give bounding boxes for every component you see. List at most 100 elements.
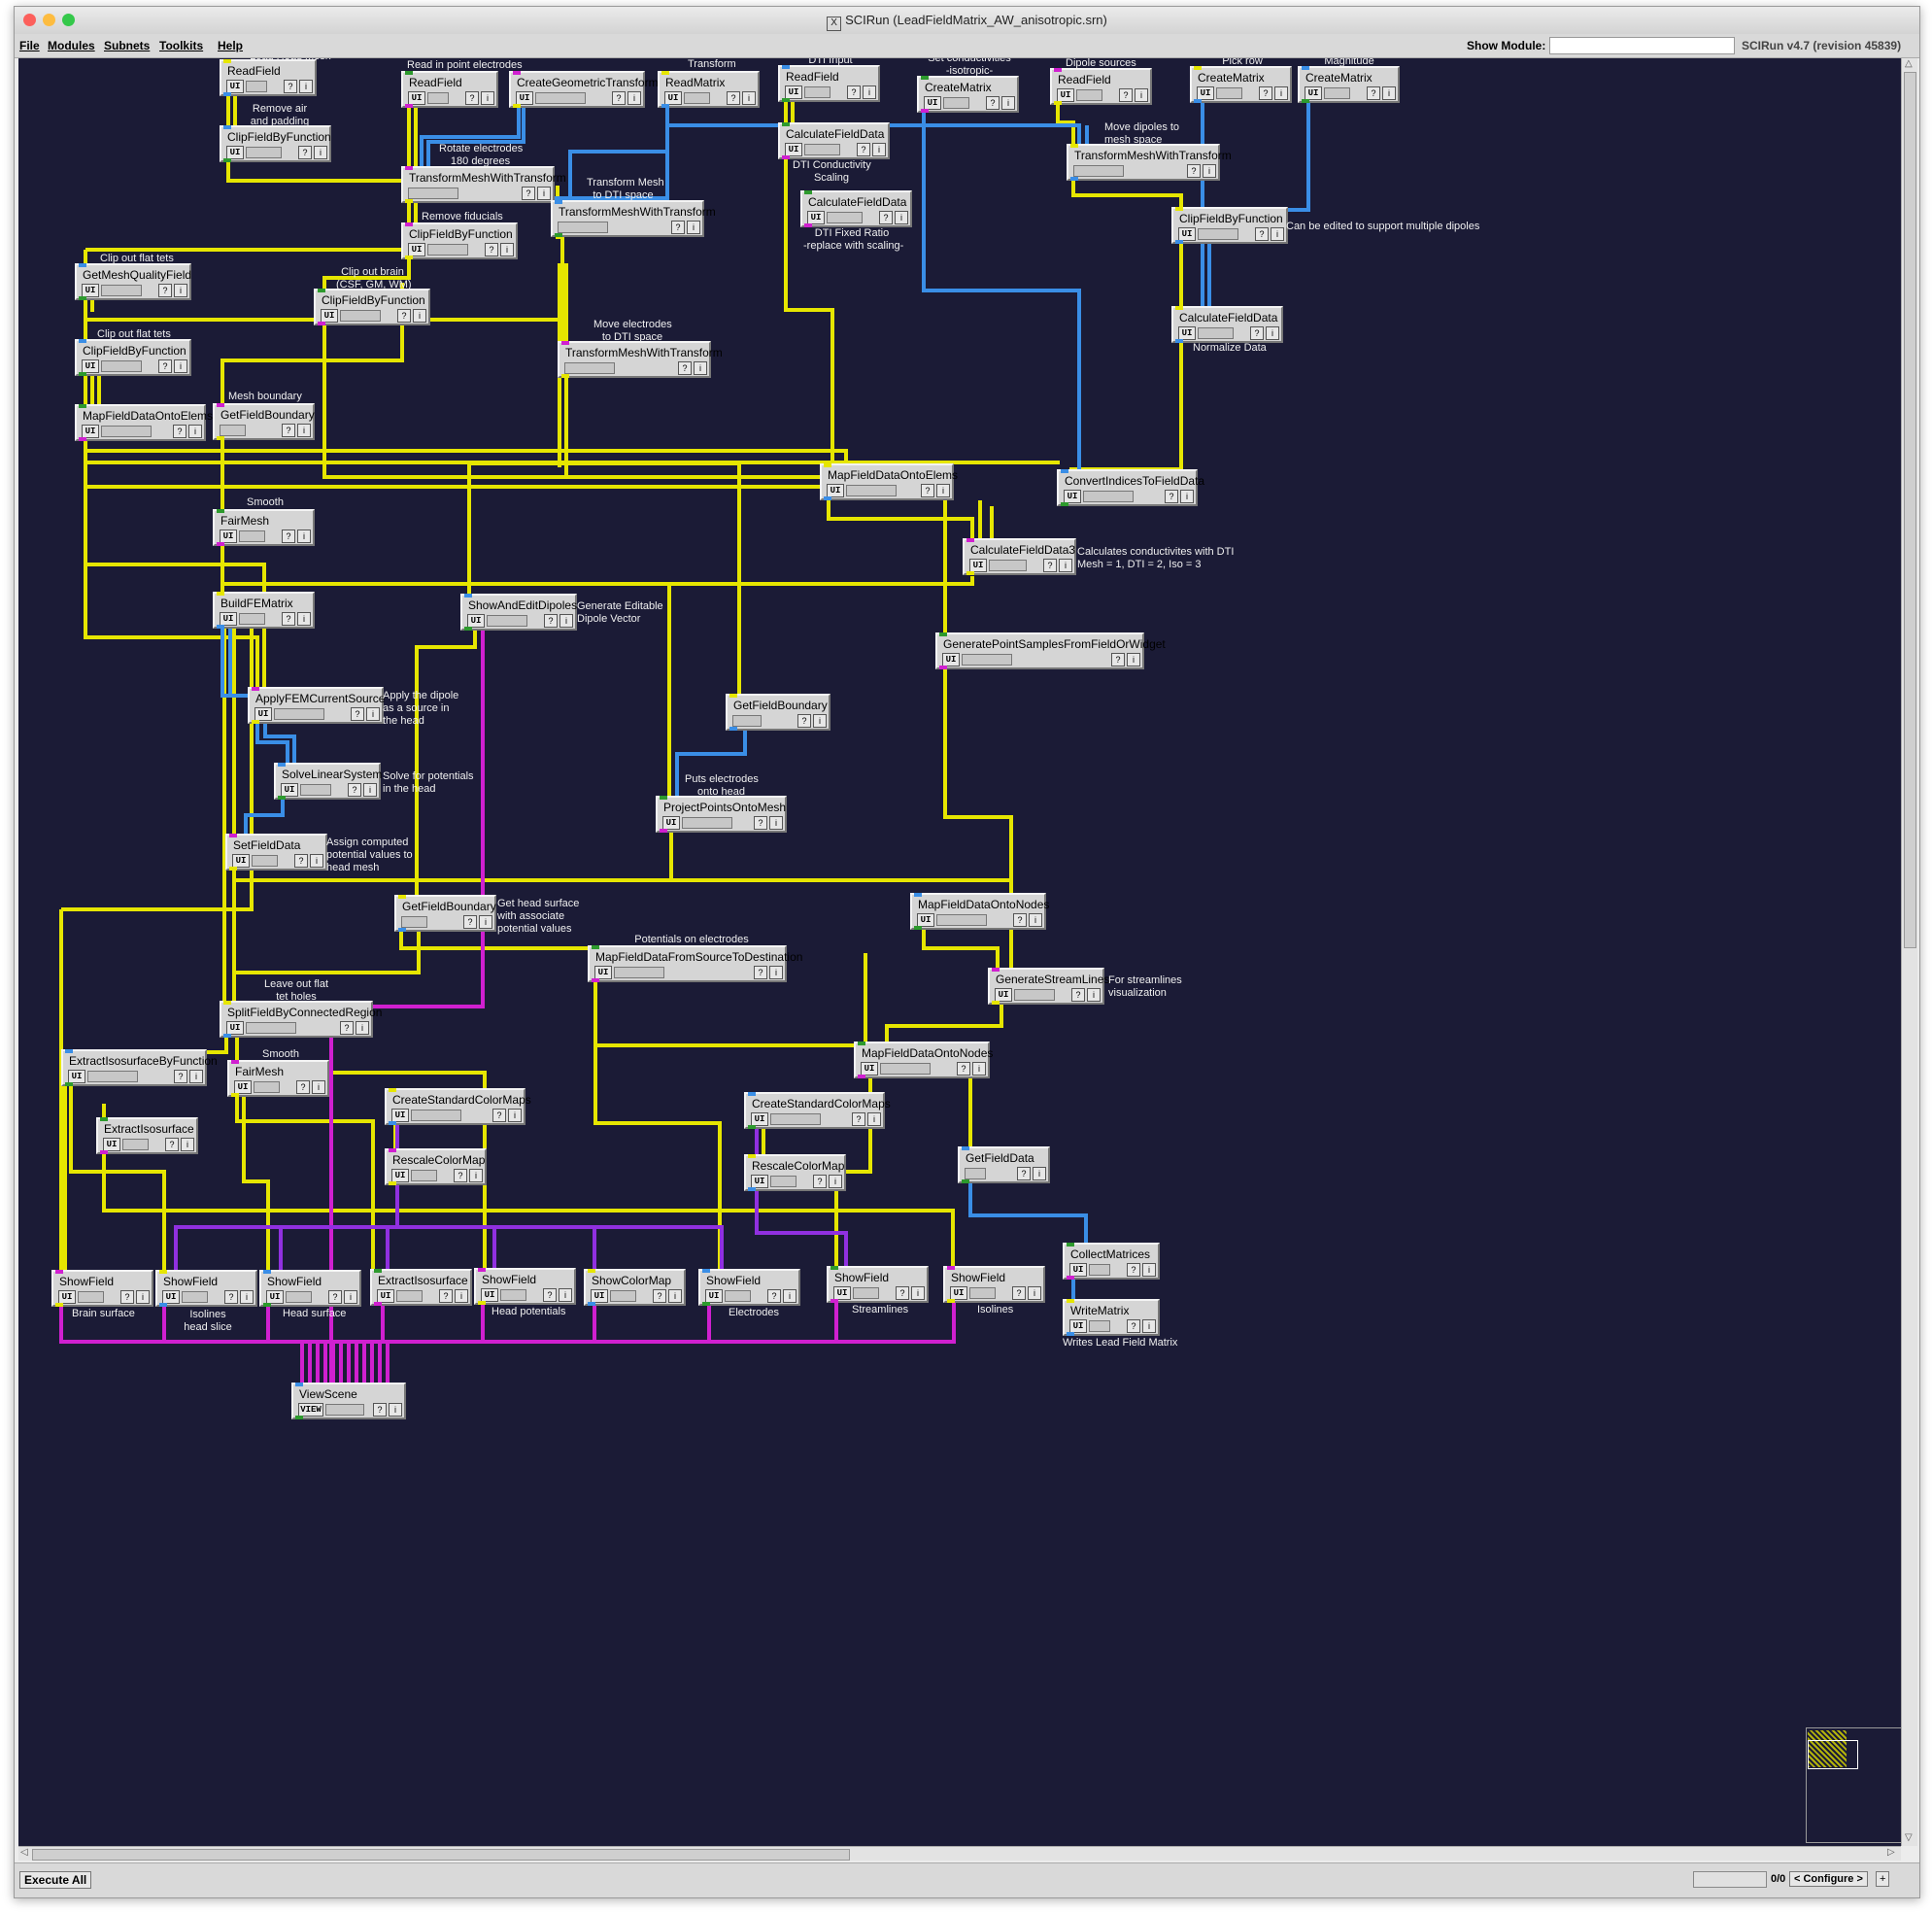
module-ui-button[interactable]: UI <box>861 1062 878 1076</box>
output-port[interactable] <box>1061 502 1068 506</box>
help-icon[interactable]: ? <box>1255 227 1269 241</box>
info-icon[interactable]: i <box>1127 653 1140 666</box>
info-icon[interactable]: i <box>188 425 202 438</box>
connection-wire[interactable] <box>222 576 974 586</box>
output-port[interactable] <box>660 829 667 833</box>
connection-wire[interactable] <box>885 1005 1003 1042</box>
info-icon[interactable]: i <box>1135 88 1148 102</box>
connection-wire[interactable] <box>220 629 248 698</box>
module-ui-button[interactable]: UI <box>751 1175 768 1188</box>
input-port[interactable] <box>464 594 472 598</box>
module-ui-button[interactable]: UI <box>226 80 244 93</box>
help-icon[interactable]: ? <box>1017 1167 1031 1180</box>
connection-wire[interactable] <box>255 724 289 763</box>
module-ui-button[interactable]: UI <box>942 653 960 666</box>
module-ui-button[interactable]: UI <box>266 1290 284 1304</box>
output-port[interactable] <box>555 233 562 237</box>
output-port[interactable] <box>278 796 286 800</box>
input-port[interactable] <box>478 1268 486 1272</box>
input-port[interactable] <box>782 122 790 126</box>
output-port[interactable] <box>824 496 831 500</box>
info-icon[interactable]: i <box>783 1289 797 1303</box>
output-port[interactable] <box>398 928 406 932</box>
help-icon[interactable]: ? <box>348 783 361 797</box>
help-icon[interactable]: ? <box>986 96 1000 110</box>
module-ui-button[interactable]: UI <box>969 559 987 572</box>
connection-wire[interactable] <box>85 563 266 687</box>
input-port[interactable] <box>561 341 569 345</box>
input-port[interactable] <box>947 1266 955 1270</box>
input-port[interactable] <box>318 289 325 292</box>
connection-wire[interactable] <box>263 724 296 763</box>
output-port[interactable] <box>1067 1332 1074 1336</box>
input-port[interactable] <box>588 1269 595 1273</box>
output-port[interactable] <box>79 296 86 300</box>
input-port[interactable] <box>229 834 237 837</box>
output-port[interactable] <box>1070 177 1078 181</box>
info-icon[interactable]: i <box>537 187 551 200</box>
input-port[interactable] <box>159 1270 167 1274</box>
info-icon[interactable]: i <box>668 1289 682 1303</box>
help-icon[interactable]: ? <box>492 1109 506 1122</box>
help-icon[interactable]: ? <box>727 91 740 105</box>
module-ui-button[interactable]: UI <box>594 966 612 979</box>
module-ui-button[interactable]: UI <box>408 243 425 256</box>
output-port[interactable] <box>748 1187 756 1191</box>
info-icon[interactable]: i <box>189 1070 203 1083</box>
connection-wire[interactable] <box>922 930 1000 968</box>
input-port[interactable] <box>217 403 224 407</box>
info-icon[interactable]: i <box>297 424 311 437</box>
output-port[interactable] <box>229 867 237 871</box>
connection-wire[interactable] <box>232 932 421 1001</box>
help-icon[interactable]: ? <box>921 484 934 497</box>
vertical-scroll-thumb[interactable] <box>1904 72 1916 948</box>
info-icon[interactable]: i <box>174 284 187 297</box>
output-port[interactable] <box>478 1301 486 1305</box>
info-icon[interactable]: i <box>1087 988 1101 1002</box>
module-ui-button[interactable]: UI <box>481 1288 498 1302</box>
module-getfieldboundary[interactable]: GetFieldBoundary?i <box>726 694 830 731</box>
scroll-down-icon[interactable]: ▽ <box>1905 1832 1913 1843</box>
input-port[interactable] <box>966 538 974 542</box>
menu-subnets[interactable]: Subnets <box>104 39 151 52</box>
output-port[interactable] <box>159 1303 167 1307</box>
info-icon[interactable]: i <box>1033 1167 1046 1180</box>
help-icon[interactable]: ? <box>165 1138 179 1151</box>
module-ui-button[interactable]: UI <box>220 612 237 626</box>
input-port[interactable] <box>660 796 667 800</box>
help-icon[interactable]: ? <box>296 1080 310 1094</box>
connection-wire[interactable] <box>415 631 477 895</box>
output-port[interactable] <box>217 625 224 629</box>
module-ui-button[interactable]: UI <box>82 425 99 438</box>
connection-wire[interactable] <box>397 1225 724 1269</box>
help-icon[interactable]: ? <box>754 816 767 830</box>
info-icon[interactable]: i <box>479 915 492 929</box>
module-ui-button[interactable]: UI <box>591 1289 608 1303</box>
info-icon[interactable]: i <box>1203 164 1216 178</box>
connection-wire[interactable] <box>755 1191 848 1266</box>
help-icon[interactable]: ? <box>351 707 364 721</box>
module-ui-button[interactable]: UI <box>321 309 338 323</box>
help-icon[interactable]: ? <box>1127 1319 1140 1333</box>
output-port[interactable] <box>661 104 669 108</box>
help-icon[interactable]: ? <box>485 243 498 256</box>
output-port[interactable] <box>748 1125 756 1129</box>
info-icon[interactable]: i <box>813 714 827 728</box>
help-icon[interactable]: ? <box>671 221 685 234</box>
connection-wire[interactable] <box>226 161 411 183</box>
info-icon[interactable]: i <box>366 707 380 721</box>
help-icon[interactable]: ? <box>879 211 893 224</box>
output-port[interactable] <box>374 1302 382 1306</box>
